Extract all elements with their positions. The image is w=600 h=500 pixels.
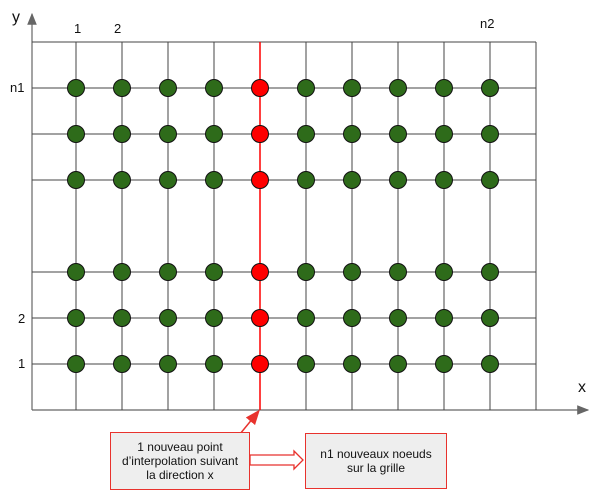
column-label-1: 1 [74,21,81,36]
grid-node [481,79,499,97]
row-label-1: 1 [18,356,25,371]
grid-node [343,171,361,189]
x-axis-label: x [578,379,586,396]
grid-lines [32,41,537,410]
grid-node [67,263,85,281]
grid-node [481,309,499,327]
grid-node [389,79,407,97]
grid-node [435,171,453,189]
pointer-arrow [180,409,260,435]
grid-node [343,355,361,373]
annotation-box-new-point-text: 1 nouveau point d’interpolation suivant … [121,440,239,482]
grid-node [159,79,177,97]
grid-node [67,309,85,327]
grid-node [205,355,223,373]
grid-node [205,79,223,97]
grid-node [481,263,499,281]
grid-node [297,309,315,327]
grid-node [389,171,407,189]
interpolated-node [251,125,269,143]
grid-node [113,125,131,143]
grid-node [113,79,131,97]
column-label-n2: n2 [480,16,494,31]
grid-node [67,355,85,373]
interpolated-node [251,79,269,97]
grid-node [481,171,499,189]
grid-node [481,125,499,143]
grid-node [113,263,131,281]
interpolated-node [251,309,269,327]
grid-node [435,263,453,281]
grid-node [297,263,315,281]
grid-node [435,355,453,373]
interpolated-node [251,355,269,373]
grid-node [67,171,85,189]
grid-node [205,171,223,189]
grid-node [113,171,131,189]
grid-node [297,125,315,143]
grid-node [159,263,177,281]
grid-node [297,355,315,373]
grid-node [389,263,407,281]
grid-nodes [67,79,499,373]
grid-node [205,263,223,281]
grid-node [159,309,177,327]
grid-node [297,171,315,189]
annotation-box-new-nodes-text: n1 nouveaux noeuds sur la grille [320,447,432,475]
grid-node [297,79,315,97]
grid-node [343,125,361,143]
column-label-2: 2 [114,21,121,36]
grid-node [343,79,361,97]
grid-node [435,79,453,97]
grid-node [159,171,177,189]
grid-node [113,355,131,373]
grid-node [159,125,177,143]
grid-node [435,125,453,143]
grid-node [343,263,361,281]
grid-node [159,355,177,373]
grid-node [343,309,361,327]
grid-node [481,355,499,373]
row-label-n1: n1 [10,80,24,95]
grid-node [67,79,85,97]
grid-node [205,125,223,143]
grid-node [389,125,407,143]
grid-node [435,309,453,327]
grid-node [389,309,407,327]
grid-node [67,125,85,143]
grid-node [113,309,131,327]
grid-node [389,355,407,373]
hollow-arrow [249,449,304,471]
grid-node [205,309,223,327]
interpolated-node [251,263,269,281]
row-label-2: 2 [18,311,25,326]
annotation-box-new-nodes: n1 nouveaux noeuds sur la grille [305,433,447,489]
interpolated-node [251,171,269,189]
annotation-box-new-point: 1 nouveau point d’interpolation suivant … [110,432,250,490]
y-axis-label: y [12,9,20,26]
